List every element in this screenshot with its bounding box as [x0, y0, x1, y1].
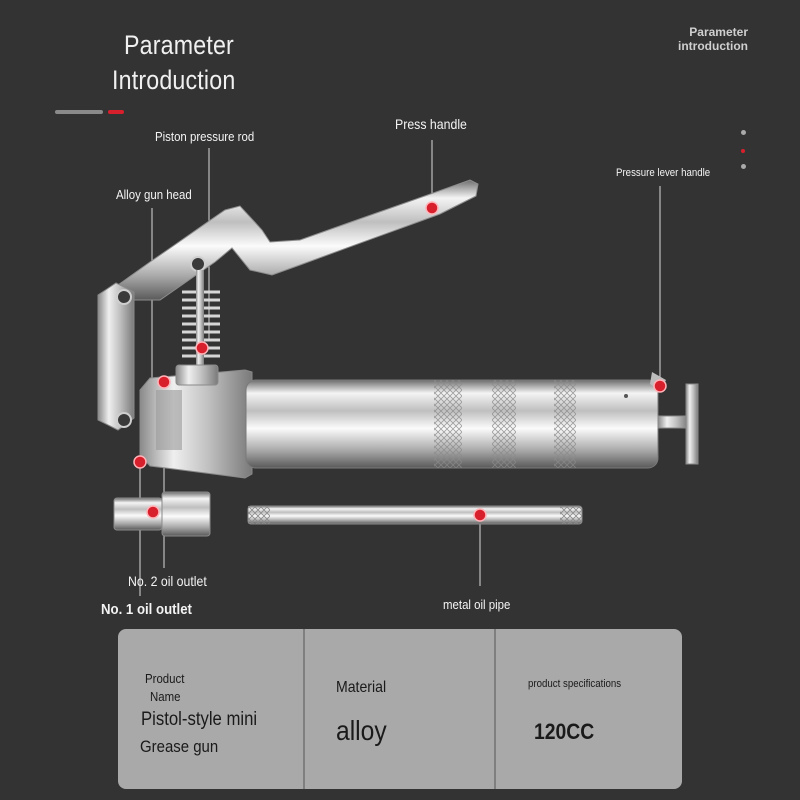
- corner-label: Parameter introduction: [628, 25, 748, 53]
- corner-label-line2: introduction: [678, 39, 748, 53]
- callout-oil-pipe: metal oil pipe: [443, 597, 511, 612]
- marker-outlet1: [133, 455, 147, 469]
- spec-divider-2: [494, 629, 496, 789]
- title-line-2: Introduction: [112, 65, 236, 95]
- nav-dot-2[interactable]: [741, 149, 745, 153]
- spec-value: 120CC: [534, 719, 595, 744]
- title-line-1: Parameter: [124, 30, 234, 60]
- marker-piston-rod: [195, 341, 209, 355]
- nav-dot-3[interactable]: [741, 164, 746, 169]
- callout-outlet1: No. 1 oil outlet: [101, 601, 192, 618]
- grease-gun-illustration: [97, 140, 699, 596]
- corner-label-line1: Parameter: [689, 25, 748, 39]
- callout-lever-handle: Pressure lever handle: [616, 167, 711, 179]
- product-label-line1: Product: [145, 671, 185, 686]
- title-underline-gray: [55, 110, 103, 114]
- callout-press-handle: Press handle: [395, 116, 467, 132]
- marker-outlet2: [146, 505, 160, 519]
- marker-press-handle: [425, 201, 439, 215]
- marker-gun-head: [157, 375, 171, 389]
- marker-oil-pipe: [473, 508, 487, 522]
- spec-label: product specifications: [528, 678, 622, 690]
- marker-lever-handle: [653, 379, 667, 393]
- spec-card: Product Name Pistol-style mini Grease gu…: [118, 629, 682, 789]
- nav-dot-1[interactable]: [741, 130, 746, 135]
- product-value-line1: Pistol-style mini: [141, 709, 258, 730]
- title-underline-red: [108, 110, 124, 114]
- spec-divider-1: [303, 629, 305, 789]
- callout-piston-rod: Piston pressure rod: [155, 129, 255, 144]
- material-value: alloy: [336, 715, 387, 746]
- callout-gun-head: Alloy gun head: [116, 187, 192, 202]
- material-label: Material: [336, 679, 387, 696]
- product-label-line2: Name: [150, 689, 181, 704]
- product-value-line2: Grease gun: [140, 737, 219, 756]
- callout-outlet2: No. 2 oil outlet: [128, 573, 207, 589]
- marker-points: [133, 201, 667, 522]
